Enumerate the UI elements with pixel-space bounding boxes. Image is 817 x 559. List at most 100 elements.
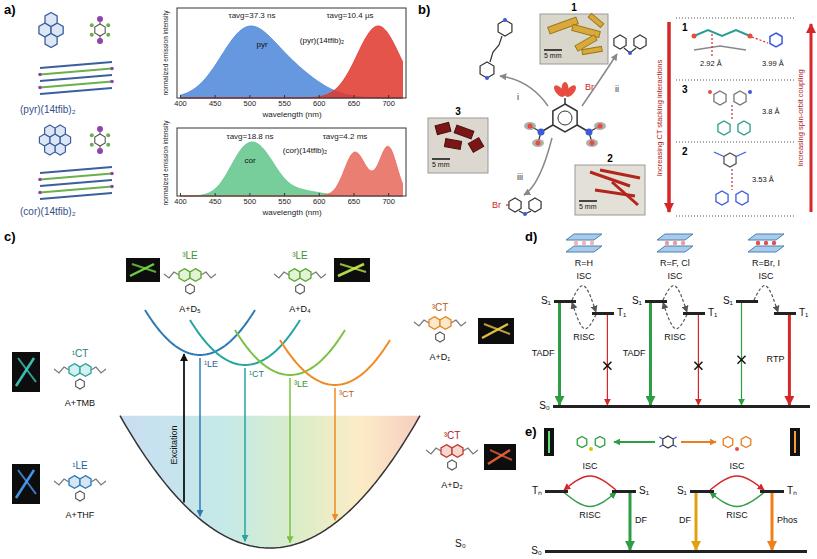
complex-label: A+D₄ [289, 304, 310, 314]
complex-sketch [16, 470, 34, 498]
molecule-structure [586, 129, 593, 136]
molecule-sketch [45, 143, 55, 155]
molecule-icon [548, 431, 550, 453]
crystal-number: 3 [455, 106, 461, 118]
crystal-photo [579, 200, 597, 202]
molecule-sketch [106, 23, 110, 27]
crystal-photo [432, 158, 450, 160]
molecule-structure [598, 124, 603, 129]
emission-spectrum [215, 193, 216, 196]
complex-sketch [186, 284, 195, 294]
transition-label: ISC [757, 271, 774, 281]
level-label: S₀ [531, 545, 542, 557]
energy-surface [120, 416, 420, 548]
crystal-packing [738, 121, 750, 135]
molecule-sketch [97, 38, 103, 44]
complex-sketch [429, 317, 440, 330]
scale-label: 5 mm [432, 161, 450, 169]
molecule-sketch [38, 178, 42, 182]
energy-level: T₁ [592, 312, 614, 315]
lifetime-label: τavg=10.4 μs [326, 11, 373, 20]
complex-name: (pyr)(14tfib)₂ [20, 104, 76, 116]
emission-spectrum [215, 95, 216, 98]
axis-title: wavelength (nm) [262, 110, 321, 119]
molecule-sketch [97, 16, 103, 22]
molecule-structure [634, 35, 646, 49]
energy-surface [280, 340, 390, 385]
molecule-sketch [95, 134, 105, 146]
crystal-packing [731, 105, 732, 121]
crystal-packing [669, 18, 811, 216]
complex-sketch [12, 258, 516, 504]
stacking-icon [673, 241, 677, 245]
tick-label: 650 [348, 198, 361, 207]
stacking-icon [566, 234, 784, 252]
complex-label: A+D₁ [430, 352, 451, 362]
molecule-structure [564, 83, 578, 98]
molecule-icon [790, 428, 800, 456]
complex-sketch [69, 476, 80, 489]
level-label: S₁ [723, 295, 733, 307]
complex-sketch [164, 272, 179, 278]
spectrum-label: (pyr)(14tfib)₂ [300, 36, 344, 45]
energy-surface [120, 416, 420, 548]
molecule-sketch [38, 86, 42, 90]
complex-sketch [126, 258, 160, 282]
level-label: Tₙ [787, 485, 797, 497]
complex-sketch [80, 476, 91, 489]
molecule-sketch [55, 125, 65, 137]
complex-sketch [18, 470, 36, 494]
crystal-packing [692, 34, 697, 39]
crystal-packing [714, 152, 724, 157]
route-label: ii [615, 84, 619, 94]
curve-label: ¹CT [249, 369, 264, 379]
transition-label: TADF [622, 348, 647, 358]
molecule-icon [614, 441, 655, 443]
molecule-sketch [40, 180, 112, 186]
lifetime-label: τavg=37.3 ns [229, 11, 276, 20]
complex-sketch [16, 358, 34, 386]
stacking-icon [681, 241, 685, 245]
level-label: S₀ [539, 400, 550, 412]
tick-label: 400 [174, 198, 187, 207]
molecule-sketch [110, 172, 114, 176]
emission-spectrum [353, 95, 354, 98]
energy-level: S₁ [736, 300, 758, 303]
molecule-structure [490, 36, 502, 62]
state-label: ³LE [292, 250, 308, 262]
crystal-number: 3 [682, 84, 688, 96]
scale-label: 5 mm [579, 203, 597, 211]
stacking-icon [772, 241, 776, 245]
transition-arrow [663, 303, 687, 329]
tick-label: 450 [209, 198, 222, 207]
molecule-sketch [97, 148, 103, 154]
crystal-packing [708, 90, 712, 94]
level-label: S₁ [541, 295, 551, 307]
complex-sketch [334, 258, 370, 282]
crystal-packing [676, 142, 796, 143]
complex-sketch [12, 352, 40, 392]
blocked-mark [603, 362, 611, 370]
complex-sketch [441, 445, 452, 458]
spectrum-label: pyr [256, 40, 267, 49]
molecule-structure [500, 76, 548, 106]
stacking-icon [756, 241, 760, 245]
molecule-sketch [45, 34, 57, 48]
transition-arrow [771, 493, 774, 551]
tick-label: 600 [313, 198, 326, 207]
molecule-structure [553, 104, 577, 132]
crystal-packing [736, 191, 748, 205]
crystal-photo [444, 139, 461, 150]
emission-spectrum [284, 95, 285, 98]
crystal-photo [588, 13, 603, 27]
energy-level: T₁ [774, 312, 796, 315]
complex-sketch [201, 272, 216, 278]
tick-label: 400 [174, 100, 187, 109]
transition-label: DF [678, 515, 692, 525]
energy-surface [199, 358, 201, 516]
complex-sketch [76, 491, 85, 501]
lifetime-label: τavg=18.8 ns [227, 132, 274, 141]
crystal-photo [544, 49, 562, 51]
distance-label: 3.99 Å [762, 60, 784, 69]
level-label: S₁ [639, 485, 649, 497]
